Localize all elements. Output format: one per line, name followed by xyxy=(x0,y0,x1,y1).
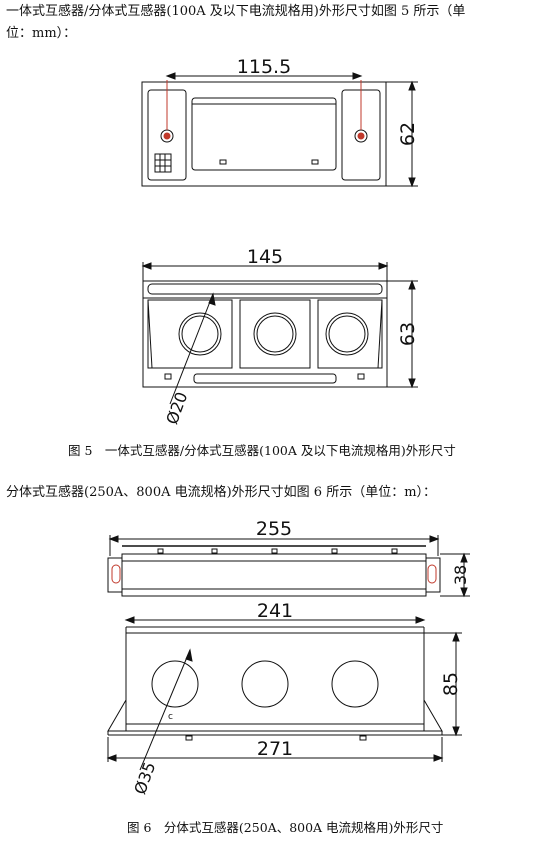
fig6-mid-width-dimension: 241 xyxy=(257,600,293,622)
fig6-label-c: c xyxy=(168,712,173,722)
fig5-top-height-dimension: 62 xyxy=(397,122,419,146)
fig5-caption: 图 5 一体式互感器/分体式互感器(100A 及以下电流规格用)外形尺寸 xyxy=(68,443,456,458)
fig6-bottom-width-dimension: 271 xyxy=(257,738,293,760)
fig5-top-width-dimension: 115.5 xyxy=(237,56,291,78)
fig6-top-view xyxy=(107,535,470,598)
fig6-height-dimension: 85 xyxy=(440,672,462,696)
fig6-caption: 图 6 分体式互感器(250A、800A 电流规格用)外形尺寸 xyxy=(127,820,444,835)
fig5-hole-diameter: Ø20 xyxy=(162,389,191,426)
fig6-top-width-dimension: 255 xyxy=(256,518,292,540)
fig5-top-view xyxy=(141,72,418,188)
intro-fig5-line2: 位：mm）： xyxy=(6,26,77,41)
fig5-front-view xyxy=(141,262,418,405)
fig5-bottom-width-dimension: 145 xyxy=(247,246,283,268)
intro-fig6: 分体式互感器(250A、800A 电流规格)外形尺寸如图 6 所示（单位：m）： xyxy=(6,485,437,500)
intro-fig5-line1: 一体式互感器/分体式互感器(100A 及以下电流规格用)外形尺寸如图 5 所示（… xyxy=(6,4,466,19)
fig6-top-height-dimension: 38 xyxy=(451,565,470,585)
fig6-hole-diameter: Ø35 xyxy=(130,759,159,796)
fig5-bottom-height-dimension: 63 xyxy=(397,322,419,346)
fig6-front-view xyxy=(106,616,462,771)
